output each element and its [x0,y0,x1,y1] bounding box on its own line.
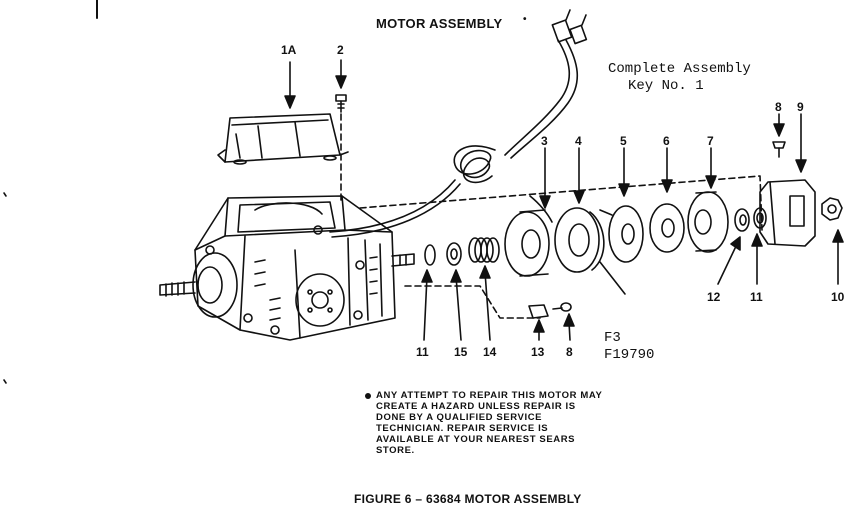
part-label-6: 6 [663,134,670,148]
part-label-11-right: 11 [750,290,763,304]
power-cord [329,9,588,238]
arrowhead [284,95,296,109]
dashed-centerline-lower [404,285,541,319]
leader-lines [421,113,844,341]
screw-2 [335,94,347,113]
washer-6 [649,203,685,253]
nut-10 [821,197,843,221]
motor-body [159,195,415,341]
part-label-9: 9 [797,100,804,114]
part-label-5: 5 [620,134,627,148]
part-label-3: 3 [541,134,548,148]
part-label-2: 2 [337,43,344,57]
retaining-ring-11 [424,244,436,266]
disc-5 [599,205,644,263]
page-title: MOTOR ASSEMBLY [376,16,503,31]
margin-tick [3,379,7,384]
pulley-7 [687,191,729,253]
part-label-1a: 1A [281,43,297,57]
part-label-12: 12 [707,290,721,304]
part-label-14: 14 [483,345,497,359]
margin-tick [3,192,7,197]
spring-14 [468,237,500,263]
arrowhead [773,123,785,137]
warning-text: ANY ATTEMPT TO REPAIR THIS MOTOR MAY CRE… [376,390,603,456]
washer-15 [446,242,462,266]
washer-12 [734,208,750,232]
warning-bullet [365,393,371,399]
part-label-13: 13 [531,345,545,359]
part-label-15: 15 [454,345,468,359]
part-label-8-top: 8 [775,100,782,114]
part-label-10: 10 [831,290,845,304]
pulley-half-3 [504,195,553,277]
arrowhead [335,75,347,89]
part-label-8-bottom: 8 [566,345,573,359]
part-label-4: 4 [575,134,582,148]
part-label-11-left: 11 [416,345,429,359]
complete-assembly-line1: Complete Assembly [608,61,751,77]
clutch-plate-4 [554,207,626,295]
part-label-7: 7 [707,134,714,148]
clip-13 [528,304,549,319]
end-cap-9 [759,179,816,247]
complete-assembly-line2: Key No. 1 [628,78,704,94]
screw-8-bottom [552,302,572,312]
title-mark: • [523,14,527,25]
figure-caption: FIGURE 6 – 63684 MOTOR ASSEMBLY [354,492,582,506]
reference-f3: F3 [604,330,621,346]
dashed-centerline [359,175,763,231]
reference-code: F19790 [604,347,655,363]
screw-8-top [772,141,786,158]
junction-box-cover [217,113,349,165]
